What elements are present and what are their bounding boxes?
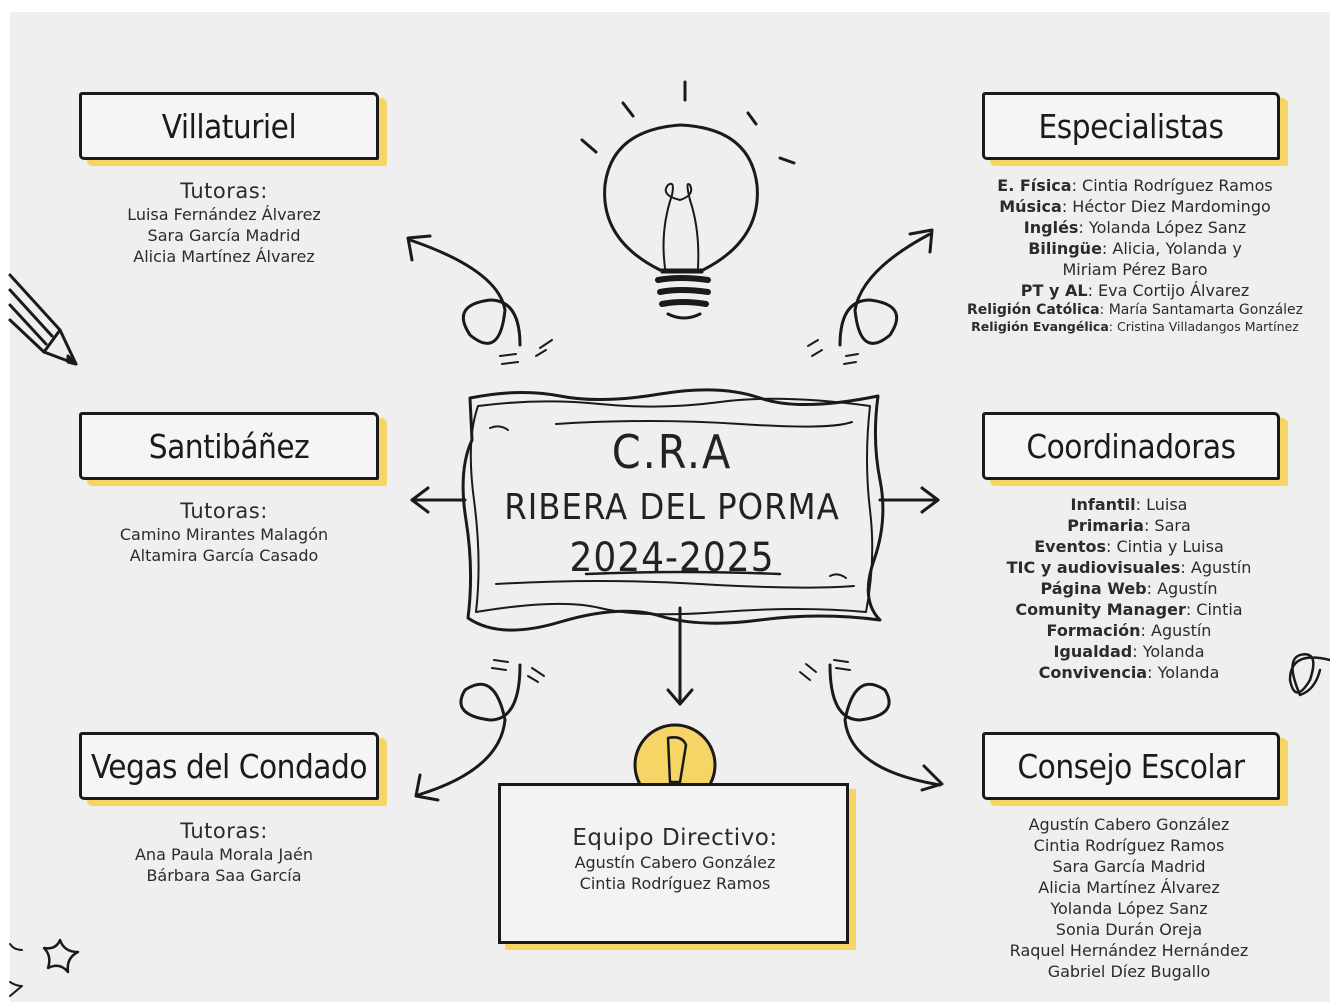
vegas-section: Tutoras: Ana Paula Morala Jaén Bárbara S… [90, 818, 358, 886]
especialistas-item: Bilingüe: Alicia, Yolanda y [1028, 239, 1242, 258]
center-title-block: C.R.A RIBERA DEL PORMA 2024-2025 [467, 395, 877, 623]
consejo-name: Gabriel Díez Bugallo [1047, 962, 1211, 981]
santibanez-title-text: Santibáñez [148, 426, 310, 466]
consejo-section: Agustín Cabero González Cintia Rodríguez… [984, 814, 1274, 982]
arrow-to-villaturiel [408, 238, 522, 347]
consejo-name: Sara García Madrid [1052, 857, 1206, 876]
consejo-name: Alicia Martínez Álvarez [1038, 878, 1220, 897]
especialistas-title-text: Especialistas [1038, 106, 1224, 146]
equipo-name: Cintia Rodríguez Ramos [579, 874, 771, 893]
arrow-to-vegas [416, 663, 522, 797]
villaturiel-section: Tutoras: Luisa Fernández Álvarez Sara Ga… [90, 178, 358, 267]
consejo-title-text: Consejo Escolar [1017, 746, 1245, 786]
villaturiel-name: Alicia Martínez Álvarez [133, 247, 315, 266]
villaturiel-heading: Tutoras: [180, 179, 268, 203]
center-title: C.R.A [611, 425, 733, 479]
arrow-to-especialistas [838, 232, 932, 347]
coordinadoras-item: Comunity Manager: Cintia [1015, 600, 1243, 619]
consejo-title: Consejo Escolar [982, 732, 1280, 800]
especialistas-item: Religión Católica: María Santamarta Gonz… [967, 302, 1303, 318]
coordinadoras-section: Infantil: Luisa Primaria: Sara Eventos: … [984, 494, 1274, 683]
coordinadoras-item: Infantil: Luisa [1070, 495, 1188, 514]
coordinadoras-item: Primaria: Sara [1067, 516, 1191, 535]
star-icon [42, 938, 80, 974]
especialistas-item: Inglés: Yolanda López Sanz [1023, 218, 1247, 237]
consejo-name: Agustín Cabero González [1028, 815, 1230, 834]
equipo-directivo-box [498, 783, 849, 944]
equipo-heading: Equipo Directivo: [572, 825, 778, 851]
scribble [1288, 653, 1330, 697]
pencil-icon [8, 273, 78, 366]
coordinadoras-title-text: Coordinadoras [1026, 426, 1236, 466]
lightbulb-icon [580, 80, 796, 320]
coordinadoras-title: Coordinadoras [982, 412, 1280, 480]
vegas-title: Vegas del Condado [79, 732, 379, 800]
villaturiel-title-text: Villaturiel [161, 106, 297, 146]
vegas-name: Bárbara Saa García [146, 866, 302, 885]
arrow-to-consejo [828, 663, 942, 787]
villaturiel-name: Sara García Madrid [147, 226, 301, 245]
especialistas-item: PT y AL: Eva Cortijo Álvarez [1020, 281, 1250, 300]
especialistas-item: Religión Evangélica: Cristina Villadango… [971, 319, 1299, 334]
coordinadoras-item: Convivencia: Yolanda [1038, 663, 1220, 682]
santibanez-name: Altamira García Casado [129, 546, 319, 565]
consejo-name: Raquel Hernández Hernández [1009, 941, 1249, 960]
equipo-name: Agustín Cabero González [574, 853, 776, 872]
santibanez-section: Tutoras: Camino Mirantes Malagón Altamir… [90, 498, 358, 566]
consejo-name: Sonia Durán Oreja [1055, 920, 1203, 939]
vegas-heading: Tutoras: [180, 819, 268, 843]
center-year: 2024-2025 [569, 535, 775, 581]
coordinadoras-item: Eventos: Cintia y Luisa [1034, 537, 1224, 556]
center-subtitle: RIBERA DEL PORMA [504, 487, 840, 528]
coordinadoras-item: TIC y audiovisuales: Agustín [1006, 558, 1252, 577]
equipo-section: Equipo Directivo: Agustín Cabero Gonzále… [505, 824, 845, 894]
especialistas-item: Música: Héctor Diez Mardomingo [999, 197, 1271, 216]
consejo-name: Cintia Rodríguez Ramos [1033, 836, 1225, 855]
santibanez-title: Santibáñez [79, 412, 379, 480]
consejo-name: Yolanda López Sanz [1050, 899, 1208, 918]
especialistas-section: E. Física: Cintia Rodríguez Ramos Música… [944, 175, 1326, 335]
especialistas-item: E. Física: Cintia Rodríguez Ramos [997, 176, 1273, 195]
santibanez-name: Camino Mirantes Malagón [119, 525, 329, 544]
santibanez-heading: Tutoras: [180, 499, 268, 523]
villaturiel-name: Luisa Fernández Álvarez [127, 205, 321, 224]
center-frame-inner [469, 397, 874, 616]
vegas-name: Ana Paula Morala Jaén [134, 845, 313, 864]
especialistas-item: Miriam Pérez Baro [1062, 260, 1208, 279]
coordinadoras-item: Igualdad: Yolanda [1053, 642, 1205, 661]
coordinadoras-item: Formación: Agustín [1046, 621, 1212, 640]
coordinadoras-item: Página Web: Agustín [1040, 579, 1218, 598]
villaturiel-title: Villaturiel [79, 92, 379, 160]
especialistas-title: Especialistas [982, 92, 1280, 160]
vegas-title-text: Vegas del Condado [90, 746, 368, 786]
